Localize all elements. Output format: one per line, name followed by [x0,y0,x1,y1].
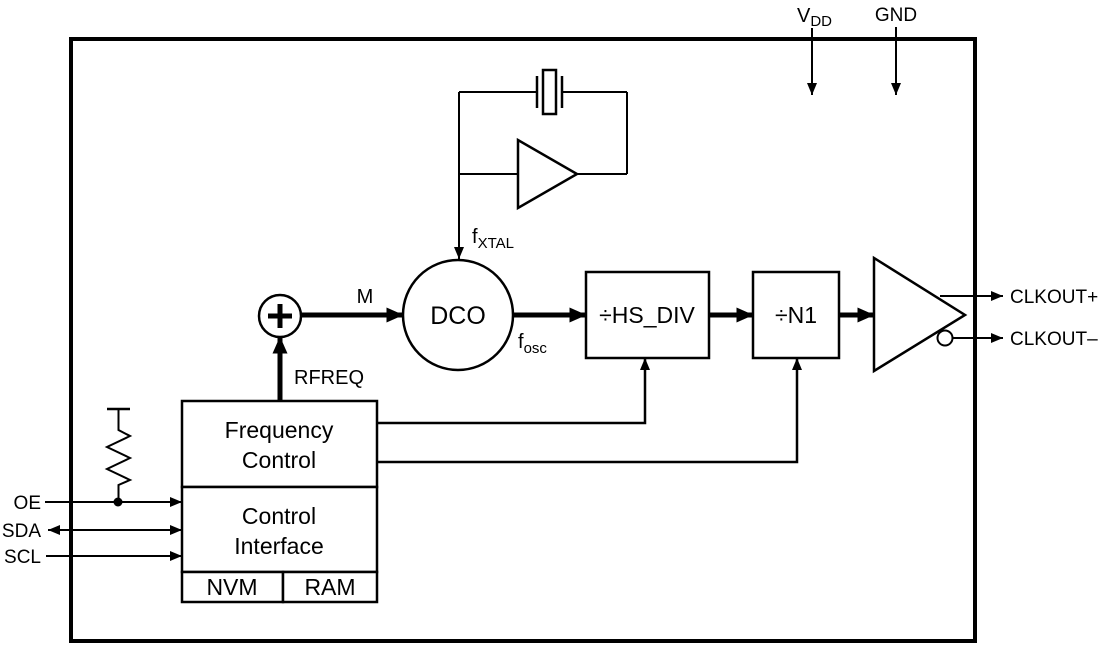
rfreq-label: RFREQ [294,367,364,389]
nvm-label: NVM [206,574,257,600]
scl-label: SCL [4,547,41,568]
inversion-bubble-icon [936,329,954,347]
sda-label: SDA [2,521,41,542]
n1-label: ÷N1 [775,302,817,328]
hs-div-label: ÷HS_DIV [599,302,695,328]
clkout-minus-label: CLKOUT– [1010,329,1098,350]
oe-pin: OE [14,493,182,514]
hs-div-block: ÷HS_DIV [584,270,711,360]
control-interface-label-line1: Control [242,503,316,529]
vdd-pin: VDD [797,5,832,95]
n1-block: ÷N1 [751,270,841,360]
scl-pin: SCL [4,547,182,568]
control-interface-label-line2: Interface [234,533,324,559]
sda-pin: SDA [2,521,182,542]
summing-junction-icon [257,293,303,339]
ram-label: RAM [304,574,355,600]
hs-div-control-wire [377,358,650,425]
vdd-label: VDD [797,5,832,30]
frequency-control-block: Frequency Control [180,399,379,489]
fosc-label: fosc [518,331,547,357]
gnd-label: GND [875,5,917,26]
dco-label: DCO [430,302,486,330]
n1-control-wire [377,358,802,464]
nvm-block: NVM [180,570,285,604]
output-buffer-icon [872,255,968,374]
gnd-pin: GND [875,5,917,95]
oe-label: OE [14,493,41,514]
crystal-oscillator: fXTAL [454,68,628,259]
oscillator-amplifier-icon [516,137,580,211]
pullup-resistor-icon [104,407,133,502]
clkout-plus-label: CLKOUT+ [1010,287,1098,308]
chip-boundary [69,37,977,643]
frequency-control-label-line2: Control [242,447,316,473]
frequency-control-label-line1: Frequency [225,417,334,443]
crystal-resonator-icon [535,68,564,116]
fxtal-label: fXTAL [472,226,514,252]
m-label: M [357,286,374,308]
ram-block: RAM [281,570,379,604]
control-interface-block: Control Interface [180,485,379,574]
